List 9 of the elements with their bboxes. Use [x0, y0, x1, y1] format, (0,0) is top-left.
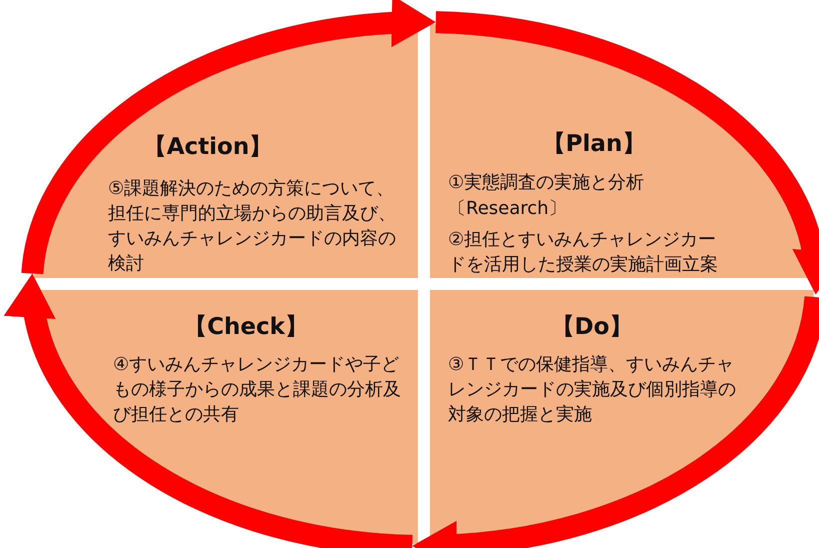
body-text: 〔Research〕: [448, 196, 568, 221]
body-text: ①実態調査の実施と分析: [448, 170, 646, 195]
heading: 【Action】: [144, 132, 272, 161]
body-text: ⑤課題解決のための方策について、担任に専門的立場からの助言及び、すいみんチャレンジカードの内容の検討: [108, 176, 397, 276]
body-text: ③ＴＴでの保健指導、すいみんチャレンジカードの実施及び個別指導の対象の把握と実施: [448, 353, 737, 427]
body-text: ②担任とすいみんチャレンジカードを活用した授業の実施計画立案: [448, 228, 719, 277]
heading: 【Do】: [552, 313, 632, 341]
cycle-arrow: [21, 0, 436, 276]
heading: 【Plan】: [542, 130, 646, 158]
